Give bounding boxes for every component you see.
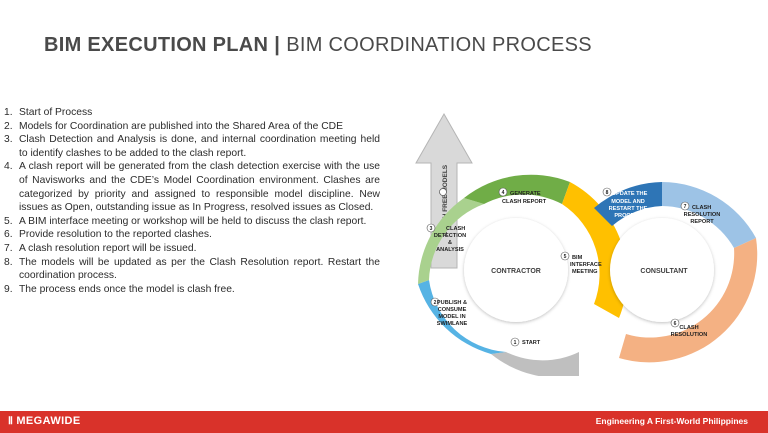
update-label-3: RESTART THE (609, 206, 648, 212)
clash-detection-segment (418, 198, 484, 284)
step-number: 5. (4, 215, 13, 227)
crr-label-1: CLASH (692, 205, 711, 211)
badge-number: 7 (684, 204, 687, 210)
badge-number: 6 (674, 321, 677, 327)
publish-label-2: CONSUME (438, 307, 467, 313)
badge-number: 8 (606, 190, 609, 196)
list-item: 8. The models will be updated as per the… (4, 256, 380, 283)
step-number: 3. (4, 134, 13, 146)
title-light: BIM COORDINATION PROCESS (286, 34, 592, 56)
badge-number: 2 (434, 300, 437, 306)
list-item: 7. A clash resolution report will be issu… (4, 242, 380, 256)
consultant-node: CONSULTANT (610, 218, 714, 322)
badge-number: 1 (514, 340, 517, 346)
bim-meeting-segment (562, 182, 628, 318)
crr-label-3: REPORT (690, 219, 714, 225)
contractor-label: CONTRACTOR (491, 268, 541, 275)
process-steps-list: 1. Start of Process 2. Models for Coordina… (4, 106, 380, 296)
step-text: The process ends once the model is clash… (19, 283, 235, 295)
contractor-node: CONTRACTOR (464, 218, 568, 322)
clash-resolution-report-segment (662, 182, 756, 248)
update-label-4: PROCESS (614, 213, 642, 219)
clash-detection-label-1: CLASH (446, 226, 465, 232)
list-item: 3. Clash Detection and Analysis is done, … (4, 133, 380, 160)
step-badge-6 (670, 318, 680, 328)
generate-segment (464, 174, 570, 204)
arrow-label: CLASH FREE MODELS (442, 164, 449, 236)
update-model-segment (594, 182, 662, 226)
publish-label-4: SWIMLANE (437, 321, 468, 327)
step-badge-5 (560, 251, 570, 261)
footer-tagline: Engineering A First-World Philippines (595, 416, 748, 426)
publish-label-1: PUBLISH & (437, 300, 467, 306)
publish-segment (418, 280, 506, 354)
step-number: 2. (4, 120, 13, 132)
consultant-label: CONSULTANT (640, 268, 688, 275)
step-badge-7 (680, 201, 690, 211)
update-label-2: MODEL AND (611, 199, 645, 205)
step-text: A clash report will be generated from th… (19, 161, 380, 214)
logo-text: MEGAWIDE (16, 415, 81, 427)
step-number: 7. (4, 242, 13, 254)
badge-number: 5 (564, 254, 567, 260)
start-segment (491, 352, 579, 376)
list-item: 1. Start of Process (4, 106, 380, 120)
bim-label-2: INTERFACE (570, 262, 602, 268)
list-item: 4. A clash report will be generated from … (4, 160, 380, 214)
list-item: 5. A BIM interface meeting or workshop wi… (4, 215, 380, 229)
clash-detection-label-3: & (448, 240, 452, 246)
step-badge-2 (430, 297, 440, 307)
publish-label-3: MODEL IN (438, 314, 465, 320)
step-text: Models for Coordination are published in… (19, 120, 343, 132)
title-bold: BIM EXECUTION PLAN (44, 34, 269, 56)
step-badge-1 (510, 337, 520, 347)
step-text: A clash resolution report will be issued… (19, 242, 197, 254)
clash-resolution-segment (619, 238, 758, 363)
page-title: BIM EXECUTION PLAN|BIM COORDINATION PROC… (44, 34, 592, 57)
arrow-badge (439, 188, 447, 196)
crr-label-2: RESOLUTION (684, 212, 721, 218)
clash-resolution-label-2: RESOLUTION (671, 332, 708, 338)
start-label: START (522, 340, 541, 346)
generate-label-2: CLASH REPORT (502, 199, 547, 205)
update-label-1: UPDATE THE (612, 191, 648, 197)
clash-free-arrow: CLASH FREE MODELS (415, 112, 473, 269)
step-badge-4 (498, 187, 508, 197)
title-separator: | (274, 34, 281, 56)
bim-label-1: BIM (572, 255, 583, 261)
list-item: 2. Models for Coordination are published … (4, 120, 380, 134)
coordination-process-diagram: CLASH FREE MODELS CONTRACTOR CONSULTANT … (415, 112, 758, 376)
step-number: 8. (4, 256, 13, 268)
list-item: 6. Provide resolution to the reported cla… (4, 228, 380, 242)
step-number: 4. (4, 161, 13, 173)
step-text: Provide resolution to the reported clash… (19, 229, 212, 241)
bim-label-3: MEETING (572, 269, 597, 275)
step-number: 1. (4, 107, 13, 118)
clash-detection-label-4: ANALYSIS (436, 247, 464, 253)
step-badge-3 (426, 223, 436, 233)
step-number: 9. (4, 283, 13, 295)
step-text: Clash Detection and Analysis is done, an… (19, 134, 380, 159)
step-number: 6. (4, 229, 13, 241)
step-text: A BIM interface meeting or workshop will… (19, 215, 367, 227)
clash-resolution-label-1: CLASH (679, 325, 698, 331)
step-badge-8 (602, 187, 612, 197)
step-text: The models will be updated as per the Cl… (19, 256, 380, 282)
badge-number: 3 (430, 226, 433, 232)
badge-number: 4 (502, 190, 505, 196)
contractor-circle (464, 218, 568, 322)
list-item: 9. The process ends once the model is cla… (4, 283, 380, 297)
clash-detection-label-2: DETECTION (434, 233, 466, 239)
consultant-circle (610, 218, 714, 322)
logo-mark-icon: Ⅱ (8, 416, 14, 427)
step-text: Start of Process (19, 107, 93, 118)
generate-label-1: GENERATE (510, 191, 541, 197)
